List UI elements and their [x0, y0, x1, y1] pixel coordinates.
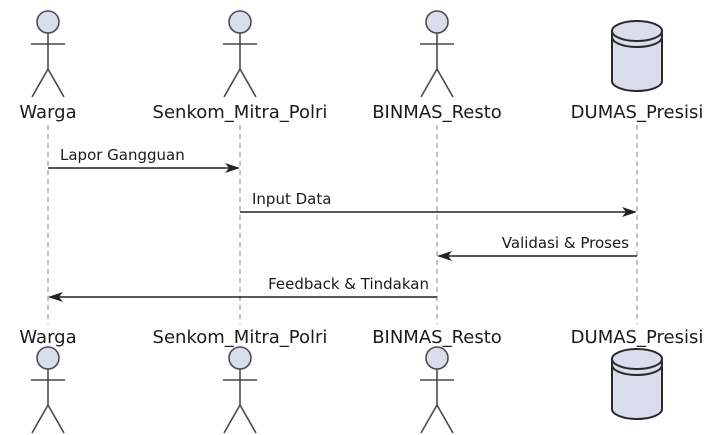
message-label: Lapor Gangguan: [60, 146, 185, 164]
warga-actor-icon: [31, 346, 65, 434]
senkom-mitra-polri-label-top: Senkom_Mitra_Polri: [153, 102, 328, 123]
senkom-mitra-polri-label-bottom: Senkom_Mitra_Polri: [153, 327, 328, 348]
arrowhead-icon: [225, 163, 240, 173]
warga-label-top: Warga: [19, 102, 76, 123]
message-feedback-tindakan: Feedback & Tindakan: [48, 275, 437, 302]
message-label: Input Data: [252, 190, 331, 208]
warga-actor-icon: [31, 10, 65, 98]
binmas-resto-actor-icon: [420, 346, 454, 434]
dumas-presisi-label-top: DUMAS_Presisi: [571, 102, 704, 123]
binmas-resto-actor-icon: [420, 10, 454, 98]
senkom-mitra-polri-actor-icon: [223, 346, 257, 434]
dumas-presisi-label-bottom: DUMAS_Presisi: [571, 327, 704, 348]
binmas-resto-label-bottom: BINMAS_Resto: [372, 327, 502, 348]
dumas-presisi-database-icon: [611, 348, 663, 420]
binmas-resto-label-top: BINMAS_Resto: [372, 102, 502, 123]
senkom-mitra-polri-actor-icon: [223, 10, 257, 98]
participants-bottom: Warga Senkom_Mitra_Polri BINMAS_Resto DUMAS…: [19, 327, 704, 434]
message-label: Validasi & Proses: [502, 234, 629, 252]
message-lapor-gangguan: Lapor Gangguan: [48, 146, 240, 173]
lifelines: [47, 125, 638, 324]
warga-label-bottom: Warga: [19, 327, 76, 348]
message-input-data: Input Data: [240, 190, 637, 217]
arrowhead-icon: [437, 251, 452, 261]
arrowhead-icon: [622, 207, 637, 217]
message-validasi-proses: Validasi & Proses: [437, 234, 637, 261]
dumas-presisi-database-icon: [611, 20, 663, 92]
arrowhead-icon: [48, 292, 63, 302]
message-label: Feedback & Tindakan: [268, 275, 429, 293]
participants-top: Warga Senkom_Mitra_Polri BINMAS_Resto DUMAS…: [19, 10, 704, 123]
